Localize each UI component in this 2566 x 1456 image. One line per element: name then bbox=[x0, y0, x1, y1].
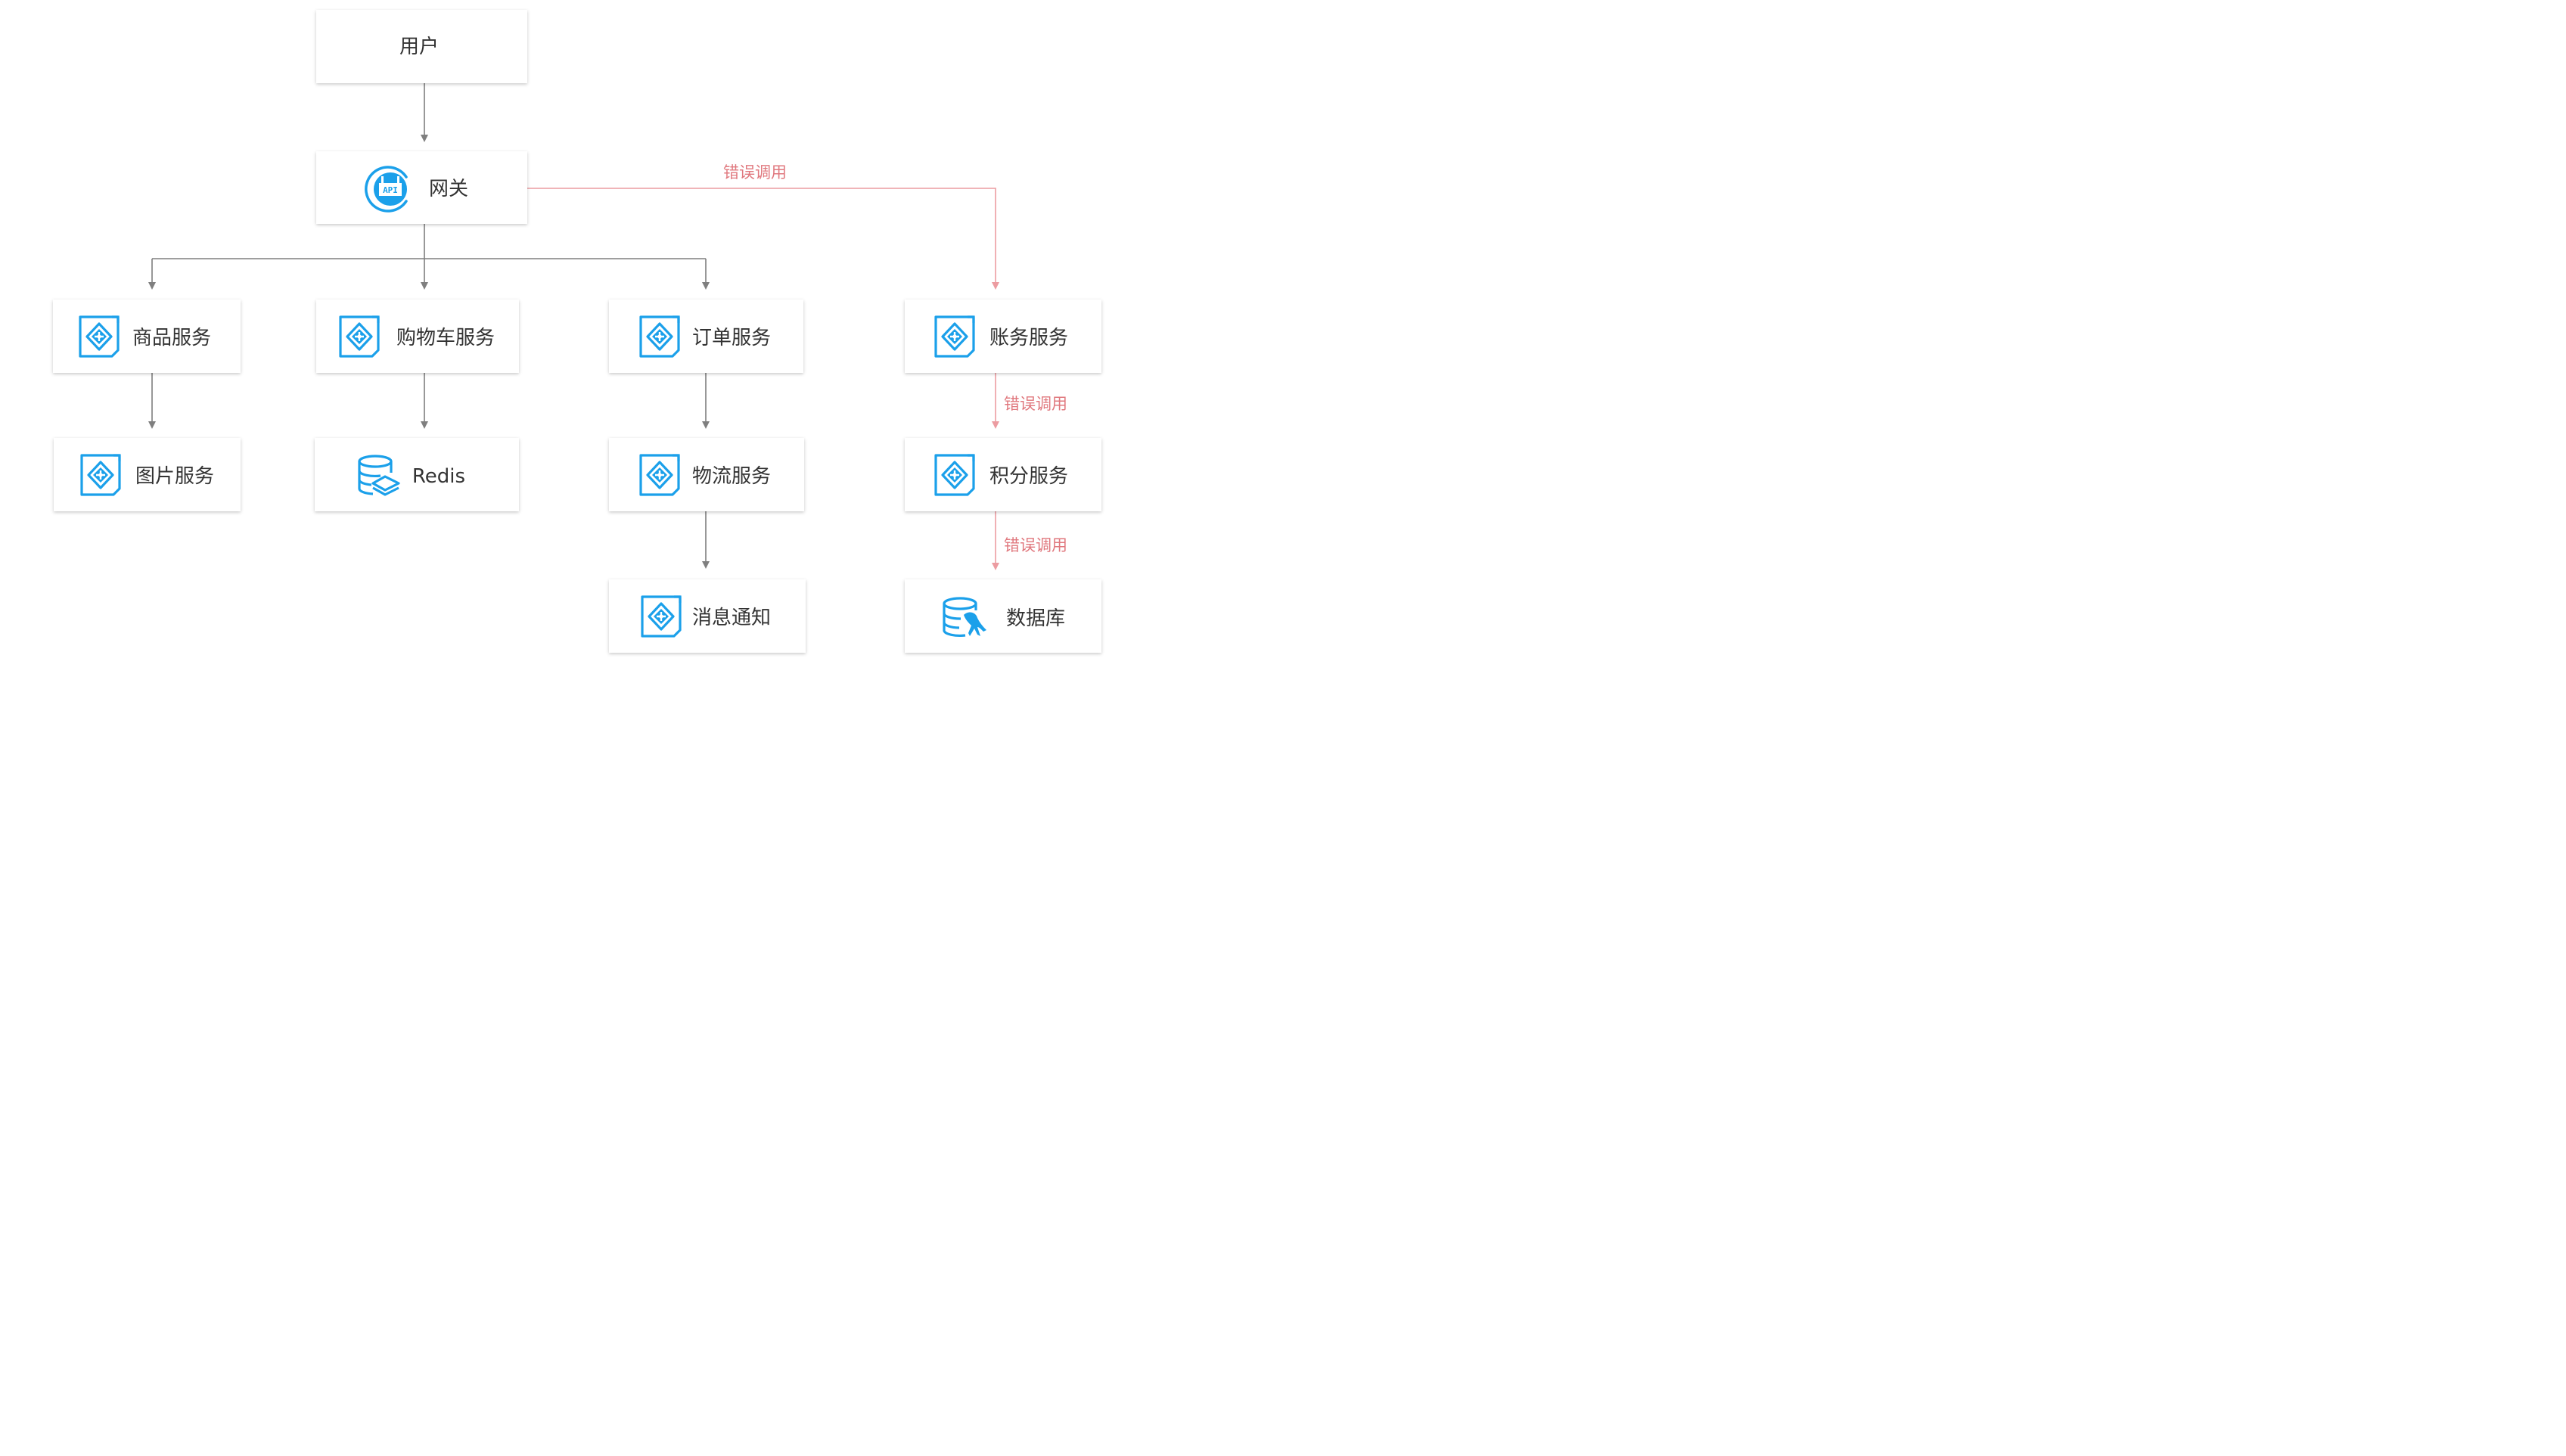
node-cart-service: 购物车服务 bbox=[316, 300, 519, 373]
node-database-label: 数据库 bbox=[1006, 607, 1065, 630]
node-order-service: 订单服务 bbox=[609, 300, 803, 373]
node-logistics-service: 物流服务 bbox=[609, 438, 804, 511]
cache-database-icon bbox=[358, 455, 400, 496]
node-message-notification: 消息通知 bbox=[609, 579, 806, 653]
edge-gateway-to-account-error bbox=[527, 188, 999, 290]
node-points-service-label: 积分服务 bbox=[989, 465, 1068, 488]
node-image-service-label: 图片服务 bbox=[135, 465, 214, 488]
node-user-label: 用户 bbox=[399, 36, 439, 58]
mysql-database-icon bbox=[943, 597, 986, 638]
node-user: 用户 bbox=[316, 10, 527, 83]
node-points-service: 积分服务 bbox=[905, 438, 1101, 511]
node-order-service-label: 订单服务 bbox=[692, 327, 771, 349]
node-database: 数据库 bbox=[905, 579, 1101, 653]
node-account-service: 账务服务 bbox=[905, 300, 1101, 373]
node-redis-label: Redis bbox=[412, 465, 465, 488]
node-gateway-label: 网关 bbox=[429, 178, 468, 200]
svg-text:API: API bbox=[383, 185, 398, 195]
architecture-diagram: 错误调用 错误调用 错误调用 用户 API 网关 商品服务 购物车服务 bbox=[53, 10, 1101, 653]
error-label-points-database: 错误调用 bbox=[1004, 536, 1067, 554]
node-product-service: 商品服务 bbox=[53, 300, 241, 373]
node-account-service-label: 账务服务 bbox=[989, 327, 1068, 349]
error-label-account-points: 错误调用 bbox=[1004, 395, 1067, 413]
node-image-service: 图片服务 bbox=[54, 438, 241, 511]
node-message-notification-label: 消息通知 bbox=[692, 607, 771, 629]
node-gateway: API 网关 bbox=[316, 151, 527, 224]
node-logistics-service-label: 物流服务 bbox=[692, 465, 771, 488]
node-product-service-label: 商品服务 bbox=[132, 327, 211, 349]
node-cart-service-label: 购物车服务 bbox=[396, 327, 495, 349]
api-gateway-icon: API bbox=[365, 166, 408, 213]
error-label-gateway-account: 错误调用 bbox=[723, 163, 787, 182]
node-redis: Redis bbox=[315, 438, 519, 511]
